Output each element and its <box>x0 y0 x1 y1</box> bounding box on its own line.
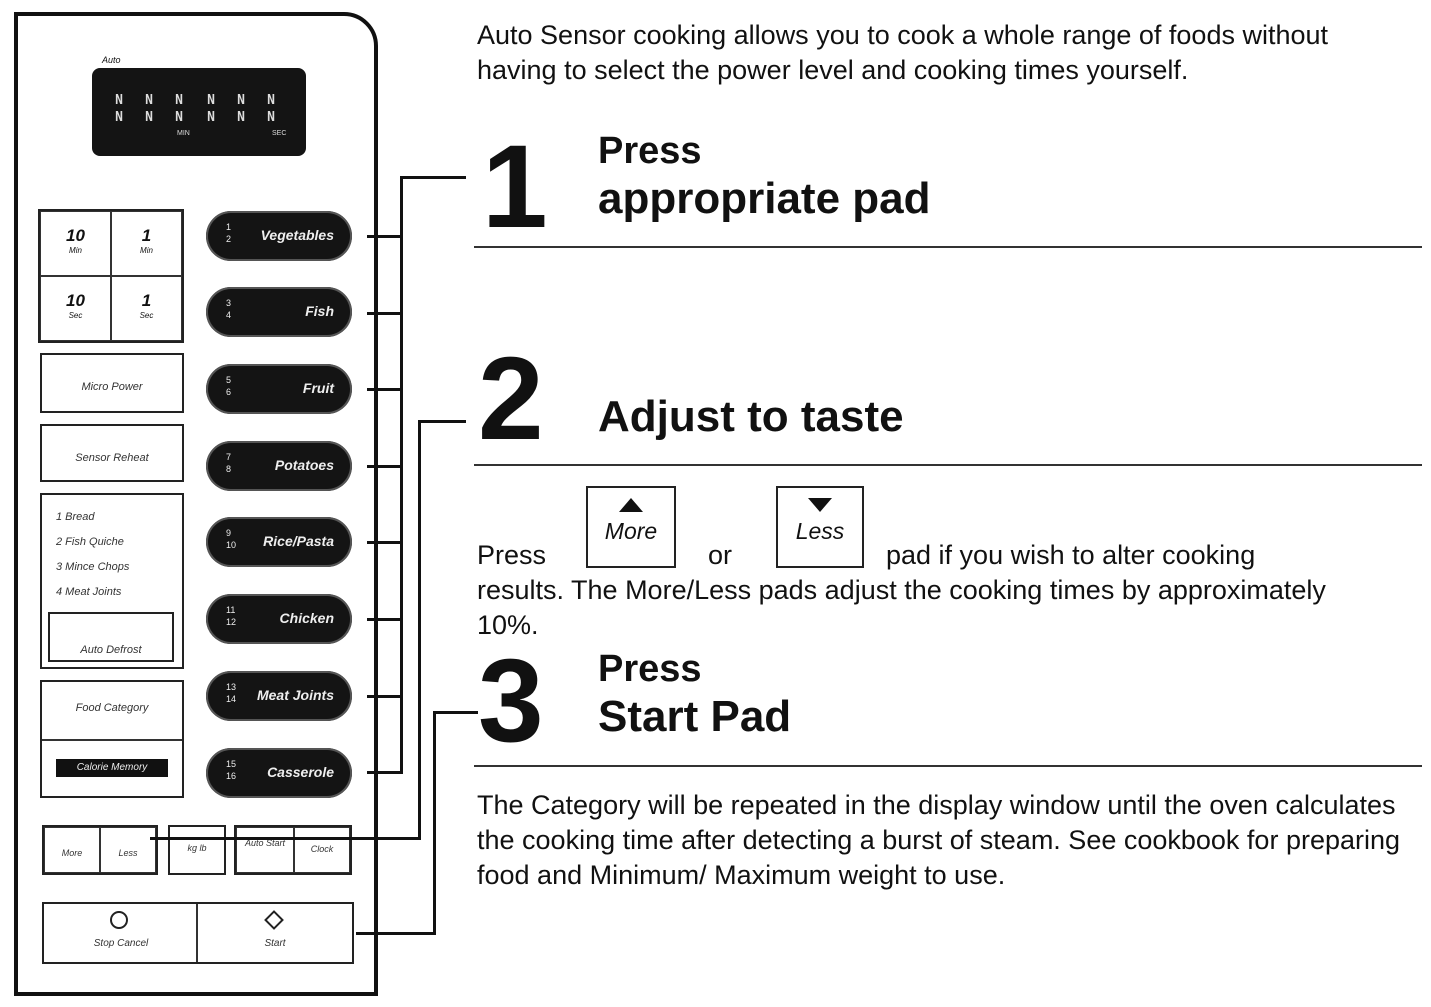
sensor-reheat-button[interactable]: Sensor Reheat <box>40 424 184 482</box>
step-3-number: 3 <box>478 635 544 767</box>
stop-cancel-button[interactable]: Stop Cancel <box>44 904 198 962</box>
defrost-item: 2 Fish Quiche <box>56 536 124 548</box>
intro-text: Auto Sensor cooking allows you to cook a… <box>477 20 1329 85</box>
defrost-item: 3 Mince Chops <box>56 561 130 573</box>
step-3-line1: Press <box>598 648 702 690</box>
adjust-rest-text: results. The More/Less pads adjust the c… <box>477 575 1326 640</box>
start-icon <box>264 910 284 930</box>
stop-start-group: Stop Cancel Start <box>42 902 354 964</box>
step-2-number: 2 <box>478 333 544 465</box>
adjust-or-text: or <box>708 540 733 570</box>
divider <box>474 246 1422 248</box>
panel-less-button[interactable]: Less <box>100 827 156 873</box>
stop-icon <box>110 911 128 929</box>
step-1-number: 1 <box>482 121 548 253</box>
kg-lb-button[interactable]: kg lb <box>168 825 226 875</box>
control-panel <box>14 12 378 996</box>
step-1-line2: appropriate pad <box>598 174 931 223</box>
start-button[interactable]: Start <box>198 904 352 962</box>
panel-more-button[interactable]: More <box>44 827 100 873</box>
defrost-item: 1 Bread <box>56 511 95 523</box>
arrow-down-icon <box>808 498 832 512</box>
step-1-line1: Press <box>598 130 702 172</box>
auto-indicator: Auto <box>102 55 121 65</box>
adjust-tail-text: pad if you wish to alter cooking <box>886 540 1256 570</box>
divider <box>474 765 1422 767</box>
less-key: Less <box>776 486 864 568</box>
micro-power-button[interactable]: Micro Power <box>40 353 184 413</box>
food-category-button[interactable]: Food Category <box>42 682 182 741</box>
step-2-title: Adjust to taste <box>598 392 904 441</box>
auto-start-button[interactable]: Auto Start <box>236 827 294 873</box>
food-calorie-group: Food Category Calorie Memory <box>40 680 184 798</box>
adjust-press-text: Press <box>477 540 547 570</box>
arrow-up-icon <box>619 498 643 512</box>
defrost-item: 4 Meat Joints <box>56 586 122 598</box>
more-key: More <box>586 486 676 568</box>
clock-button[interactable]: Clock <box>294 827 350 873</box>
auto-start-clock-group: Auto Start Clock <box>234 825 352 875</box>
more-less-group: More Less <box>42 825 158 875</box>
divider <box>474 464 1422 466</box>
auto-defrost-button[interactable]: Auto Defrost <box>48 612 174 662</box>
calorie-memory-button[interactable]: Calorie Memory <box>56 759 168 777</box>
display-sec-label: SEC <box>272 130 287 137</box>
step-3-description: The Category will be repeated in the dis… <box>477 790 1401 890</box>
display-min-label: MIN <box>177 130 190 137</box>
step-3-line2: Start Pad <box>598 692 792 741</box>
